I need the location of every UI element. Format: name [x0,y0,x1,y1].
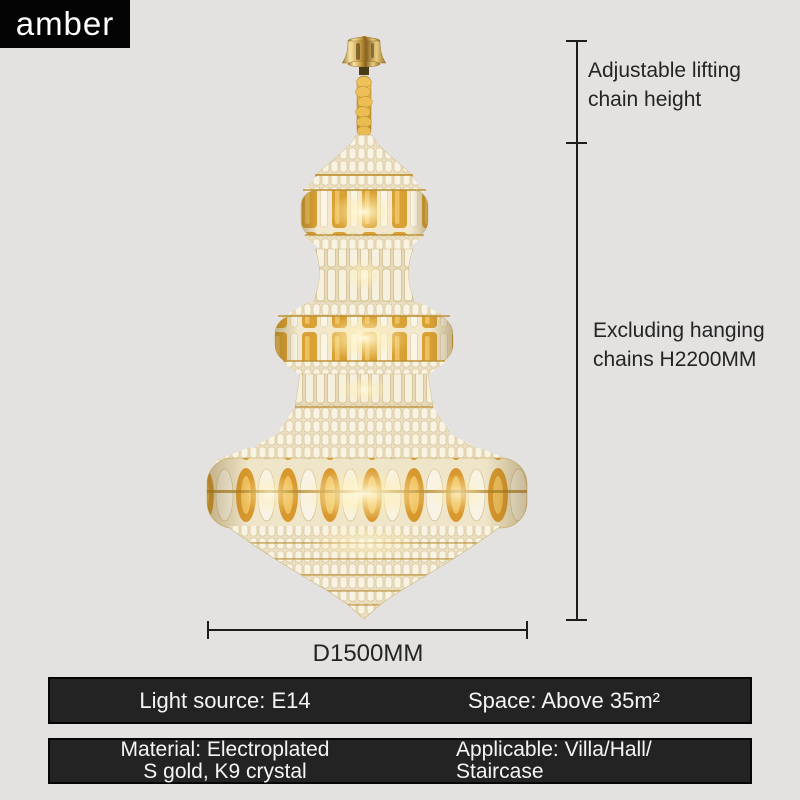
chandelier-image [206,36,528,620]
fixture-height-label: Excluding hanging chains H2200MM [593,319,765,371]
spec-bar-light-space: Light source: E14 Space: Above 35m² [48,677,752,724]
dimension-tick [566,142,587,144]
brand-logo-text: amber [15,5,115,42]
spec-bar-material-applicable: Material: Electroplated S gold, K9 cryst… [48,738,752,784]
dimension-tick [566,619,587,621]
dimension-tick [207,621,209,639]
dimension-line-vertical [576,41,578,620]
dimension-line-horizontal [208,629,528,631]
applicable-value: Applicable: Villa/Hall/ Staircase [456,738,652,783]
brand-logo: amber [0,0,130,48]
dimension-tick [526,621,528,639]
dimension-tick [566,40,587,42]
material-value: Material: Electroplated S gold, K9 cryst… [120,738,330,783]
lifting-chain-label: Adjustable lifting chain height [588,59,741,111]
light-source-value: Light source: E14 [139,687,311,713]
diameter-label: D1500MM [312,640,424,667]
space-value: Space: Above 35m² [468,687,661,713]
